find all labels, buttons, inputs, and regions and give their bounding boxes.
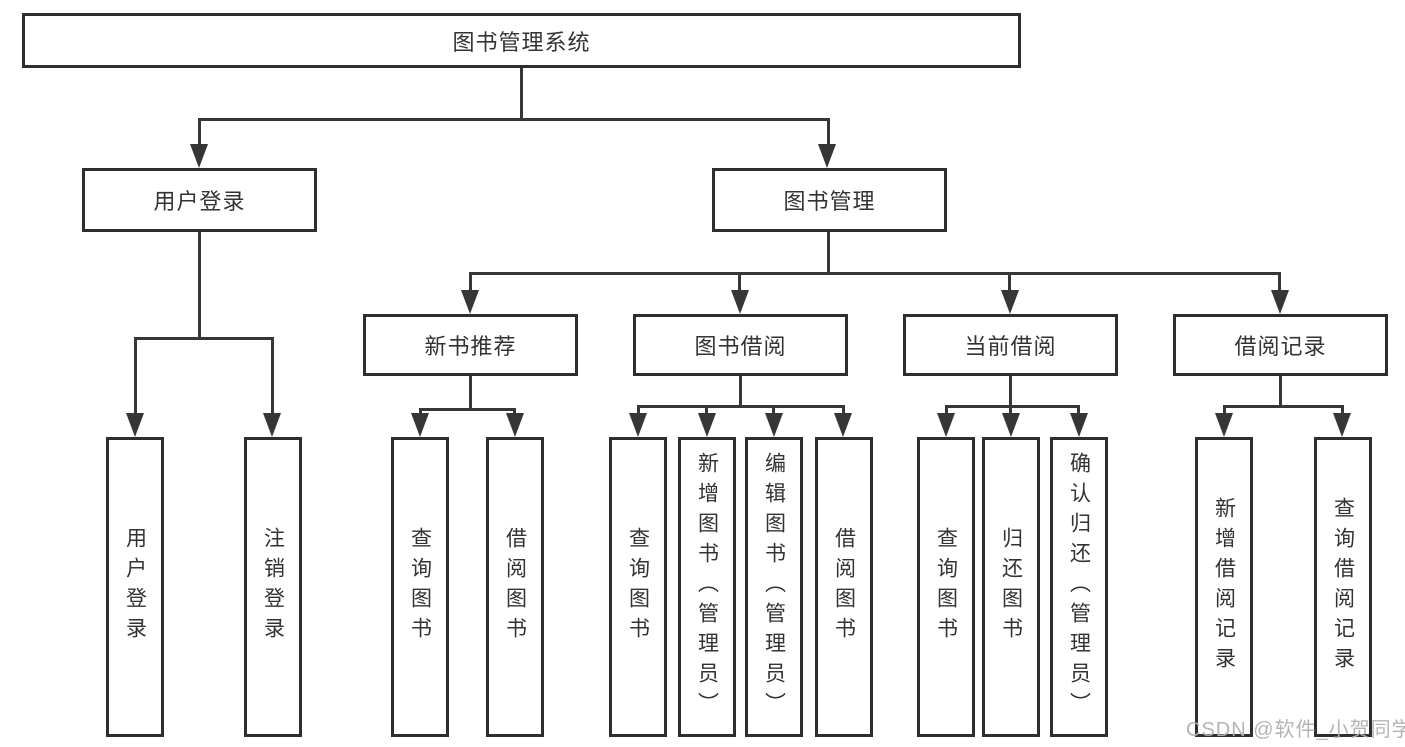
connector-line [134,337,137,415]
node-label: 查询借阅记录 [1331,497,1355,677]
leaf-borrow-books-recommend: 借阅图书 [486,437,544,737]
connector-line [772,405,775,415]
leaf-query-books-recommend: 查询图书 [391,437,449,737]
node-label: 图书管理系统 [452,29,591,55]
connector-line [134,337,274,340]
connector-line [469,272,472,292]
connector-line [1279,376,1282,405]
arrow-down-icon [1333,413,1351,437]
node-label: 新增借阅记录 [1212,497,1236,677]
arrow-down-icon [937,413,955,437]
leaf-user-login: 用户登录 [106,437,164,737]
connector-line [419,408,516,411]
node-label: 查询图书 [626,527,650,647]
connector-line [513,408,516,416]
arrow-down-icon [1001,290,1019,314]
connector-line [842,405,845,415]
node-label: 新书推荐 [424,334,517,359]
leaf-edit-books-admin: 编辑图书（管理员） [745,437,803,737]
leaf-query-books-borrowing: 查询图书 [609,437,667,737]
connector-line [637,405,845,408]
node-label: 用户登录 [123,527,147,647]
arrow-down-icon [818,144,836,168]
node-book-borrowing: 图书借阅 [633,314,848,376]
connector-line [198,232,201,337]
csdn-watermark: CSDN @软件_小贺同学 [1186,719,1405,741]
arrow-down-icon [506,413,524,437]
node-label: 注销登录 [261,527,285,647]
arrow-down-icon [411,413,429,437]
node-label: 查询图书 [408,527,432,647]
node-book-management: 图书管理 [712,168,947,232]
connector-line [419,408,422,416]
node-label: 新增图书（管理员） [695,452,719,722]
arrow-down-icon [1271,290,1289,314]
arrow-down-icon [1002,413,1020,437]
leaf-query-borrow-record: 查询借阅记录 [1314,437,1372,737]
node-label: 图书管理 [783,189,876,214]
node-label: 借阅图书 [832,527,856,647]
leaf-return-books: 归还图书 [982,437,1040,737]
node-user-login: 用户登录 [82,168,317,232]
leaf-logout: 注销登录 [244,437,302,737]
arrow-down-icon [629,413,647,437]
connector-line [827,118,830,146]
arrow-down-icon [731,290,749,314]
connector-line [1223,405,1226,415]
connector-line [637,405,640,415]
node-current-borrowing: 当前借阅 [903,314,1118,376]
node-borrowing-records: 借阅记录 [1173,314,1388,376]
connector-line [945,405,948,415]
arrow-down-icon [765,413,783,437]
arrow-down-icon [263,413,281,437]
node-label: 归还图书 [999,527,1023,647]
leaf-confirm-return-admin: 确认归还（管理员） [1050,437,1108,737]
arrow-down-icon [1215,413,1233,437]
connector-line [1077,405,1080,415]
arrow-down-icon [126,413,144,437]
node-label: 编辑图书（管理员） [762,452,786,722]
connector-line [738,272,741,292]
node-label: 确认归还（管理员） [1067,452,1091,722]
connector-line [1341,405,1344,415]
node-library-management-system: 图书管理系统 [22,13,1021,68]
node-label: 用户登录 [153,189,246,214]
node-label: 借阅图书 [503,527,527,647]
leaf-borrow-books: 借阅图书 [815,437,873,737]
node-label: 查询图书 [934,527,958,647]
connector-line [1223,405,1344,408]
connector-line [827,232,830,272]
connector-line [1009,405,1012,415]
leaf-query-books-current: 查询图书 [917,437,975,737]
connector-line [945,405,1080,408]
node-label: 图书借阅 [694,334,787,359]
arrow-down-icon [190,144,208,168]
leaf-add-books-admin: 新增图书（管理员） [678,437,736,737]
node-label: 当前借阅 [964,334,1057,359]
arrow-down-icon [1070,413,1088,437]
connector-line [199,118,830,121]
connector-line [271,337,274,415]
connector-line [198,118,201,146]
connector-line [469,376,472,408]
arrow-down-icon [698,413,716,437]
connector-line [1009,376,1012,405]
connector-line [520,68,523,118]
leaf-add-borrow-record: 新增借阅记录 [1195,437,1253,737]
node-label: 借阅记录 [1234,334,1327,359]
arrow-down-icon [834,413,852,437]
arrow-down-icon [461,290,479,314]
connector-line [705,405,708,415]
connector-line [469,272,1281,275]
connector-line [739,376,742,405]
connector-line [1278,272,1281,292]
connector-line [1008,272,1011,292]
node-new-book-recommend: 新书推荐 [363,314,578,376]
